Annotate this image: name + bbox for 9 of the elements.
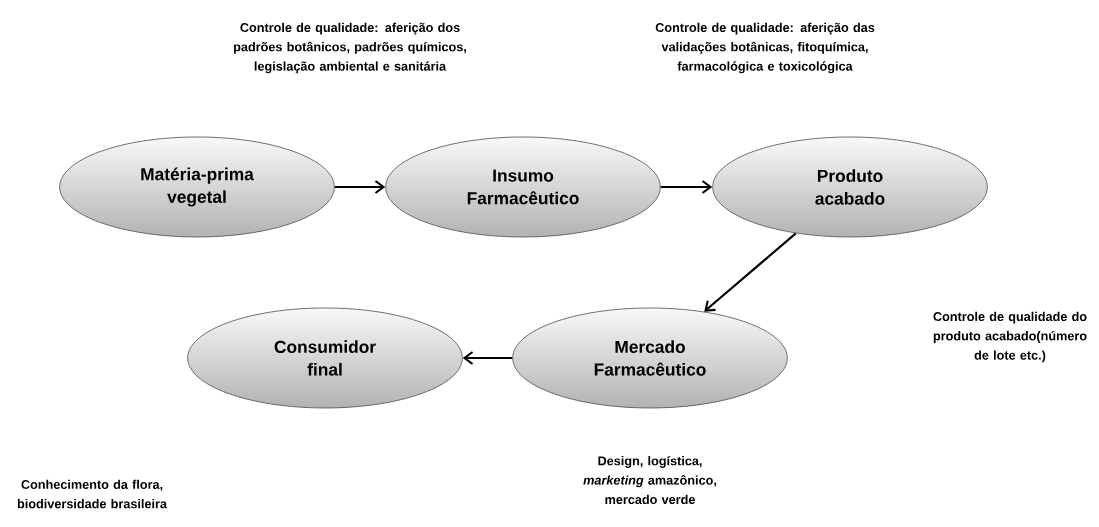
arrow	[704, 232, 797, 312]
note-text: Controle de qualidade: aferição das validações botânicas, fitoquímica, farmacológica e toxicológica	[655, 22, 875, 74]
arrow	[462, 351, 513, 365]
arrow	[660, 180, 713, 194]
note-text: Conhecimento da flora, biodiversidade brasileira	[17, 479, 168, 509]
note-text: Controle de qualidade do produto acabado(número de lote etc.)	[933, 311, 1087, 363]
note-text: Design, logística, marketing amazônico, mercado verde	[583, 455, 717, 505]
note-text: Controle de qualidade: aferição dos padrões botânicos, padrões químicos, legislação ambiental e sanitária	[234, 22, 466, 74]
arrow	[334, 180, 386, 194]
